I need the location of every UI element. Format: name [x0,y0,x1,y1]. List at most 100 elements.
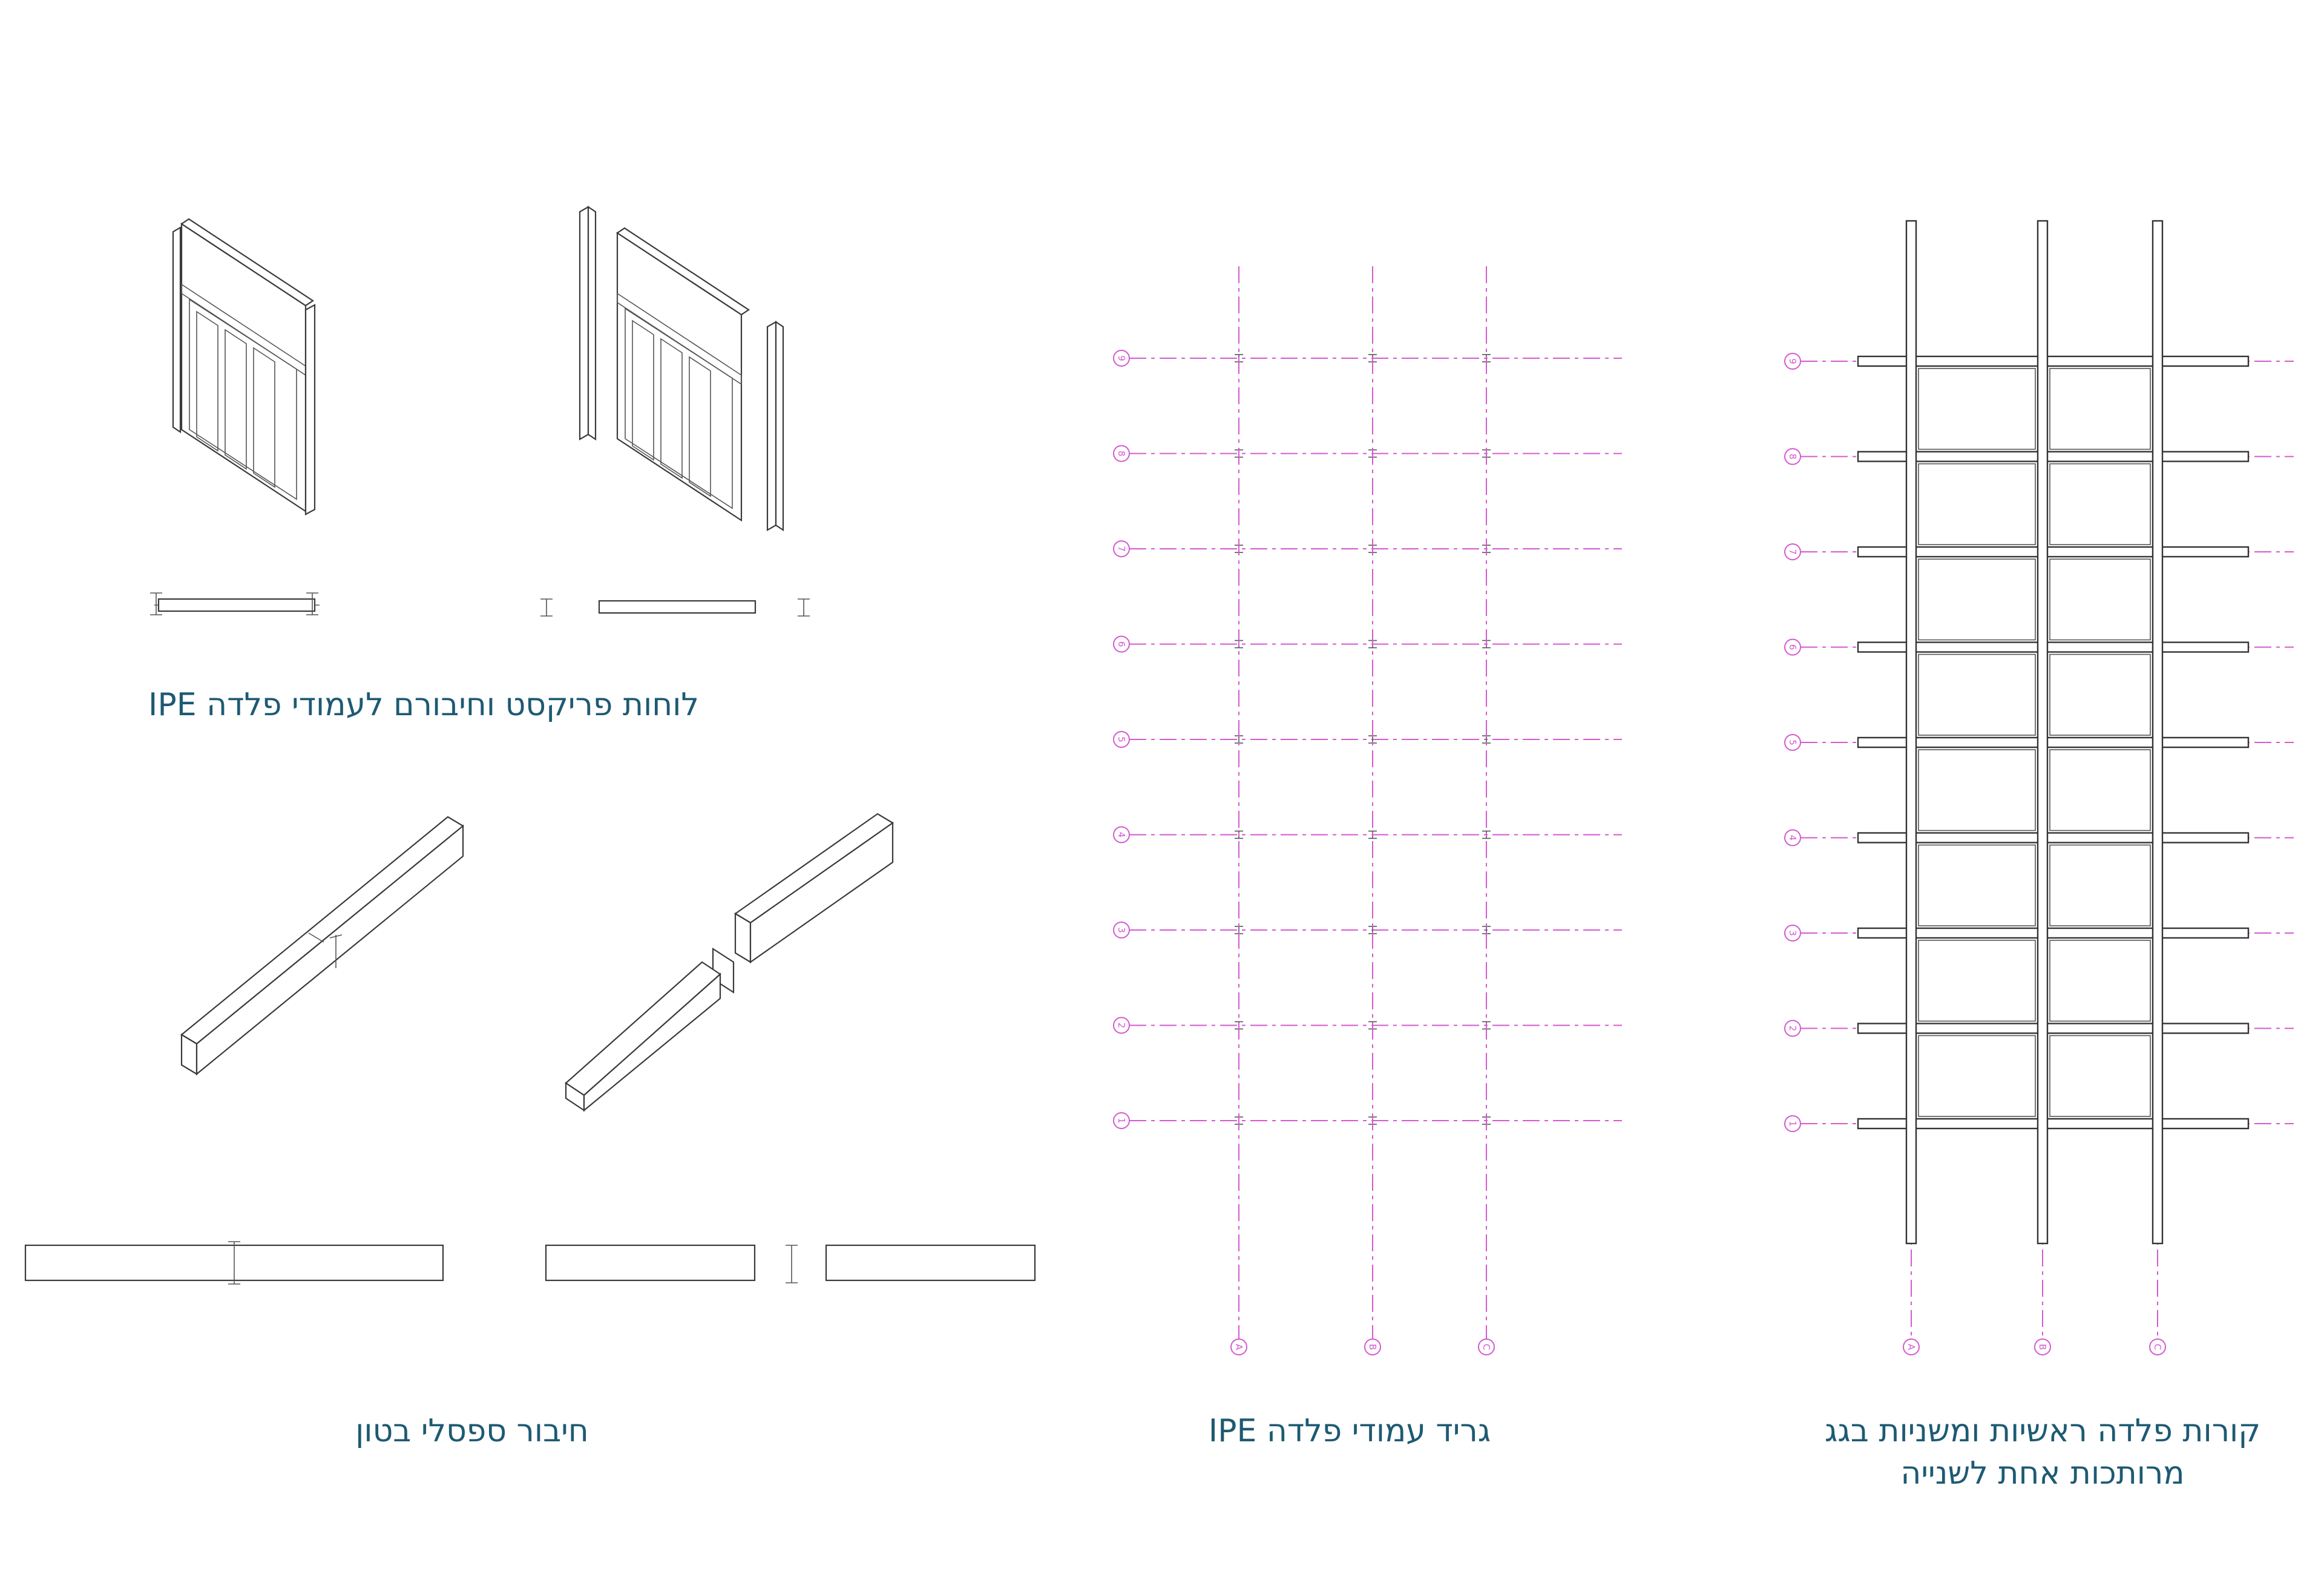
precast-panel-exploded [579,205,784,532]
grid-row-bubble: 9 [1113,350,1130,367]
roof-bay-outline [2049,368,2151,450]
caption-column-grid: גריד עמודי פלדה IPE [1208,1413,1491,1449]
grid-column-bubble-circle [1478,1338,1495,1355]
roof-primary-beam [1857,546,2250,558]
grid-row-bubble-label: 9 [1116,355,1127,361]
roof-bay-outline [2049,559,2151,641]
roof-bay-outline [2049,749,2151,831]
roof-grid-row-bubble: 8 [1784,448,1801,465]
roof-grid-column-bubble-label: C [2152,1344,2163,1350]
grid-row-bubble: 2 [1113,1017,1130,1034]
roof-grid-row-bubble: 4 [1784,829,1801,847]
roof-grid-row-bubble-circle [1784,925,1801,942]
grid-row-bubble: 5 [1113,731,1130,748]
roof-bay-outline [2049,940,2151,1022]
roof-primary-beam [1857,641,2250,653]
grid-row-bubble: 8 [1113,445,1130,462]
concrete-bench-exploded [565,813,894,1112]
grid-column-bubble-label: B [1367,1344,1378,1350]
roof-grid-column-bubble-label: A [1906,1344,1917,1351]
grid-row-bubble-circle [1113,826,1130,843]
column-grid-plan: 9 8 7 6 5 4 3 2 1A B C [1113,266,1622,1355]
roof-grid-row-bubble: 2 [1784,1020,1801,1037]
grid-row-bubble-label: 5 [1116,736,1127,742]
roof-bay-outline [1918,654,2036,736]
roof-grid-row-bubble-label: 7 [1787,549,1798,555]
roof-grid-row-bubble-circle [1784,734,1801,751]
grid-row-bubble-label: 7 [1116,546,1127,552]
roof-bay-outline [1918,1035,2036,1117]
concrete-bench-assembled-section [24,1241,444,1285]
roof-bay-outline [2049,844,2151,926]
roof-secondary-beam [2152,220,2164,1245]
roof-bay-outline [1918,463,2036,545]
roof-grid-row-bubble-label: 2 [1787,1026,1798,1032]
roof-grid-row-bubble-label: 3 [1787,930,1798,936]
grid-row-bubble-label: 8 [1116,451,1127,457]
roof-secondary-beam [1905,220,1917,1245]
grid-row-bubble-label: 1 [1116,1118,1127,1124]
roof-grid-column-bubble: C [2149,1338,2166,1355]
roof-grid-row-bubble-label: 5 [1787,739,1798,745]
grid-row-bubble: 1 [1113,1112,1130,1129]
roof-grid-row-bubble-label: 9 [1787,358,1798,364]
grid-row-bubble: 3 [1113,922,1130,938]
roof-grid-row-bubble-circle [1784,829,1801,847]
roof-grid-row-bubble-circle [1784,353,1801,370]
grid-row-bubble: 4 [1113,826,1130,843]
roof-bay-outline [2049,654,2151,736]
roof-bay-outline [2049,1035,2151,1117]
roof-bay-outline [1918,940,2036,1022]
grid-column-bubble-label: C [1481,1344,1492,1350]
grid-column-bubble: B [1364,1338,1381,1355]
roof-grid-row-bubble-circle [1784,448,1801,465]
roof-bay-outline [1918,368,2036,450]
roof-bay-outline [1918,749,2036,831]
grid-row-bubble-circle [1113,350,1130,367]
roof-grid-row-bubble: 3 [1784,925,1801,942]
grid-row-bubble-label: 6 [1116,641,1127,647]
concrete-bench-assembled [180,816,464,1076]
grid-row-bubble-label: 4 [1116,832,1127,838]
roof-grid-row-bubble-circle [1784,638,1801,656]
roof-bay-outline [1918,559,2036,641]
roof-bay-outline [1918,844,2036,926]
roof-primary-beam [1857,355,2250,367]
grid-column-bubble: A [1230,1338,1247,1355]
grid-row-bubble-circle [1113,922,1130,938]
grid-column-bubble: C [1478,1338,1495,1355]
precast-panel-assembled [172,218,316,516]
roof-grid-row-bubble: 5 [1784,734,1801,751]
caption-roof-beams-line1: קורות פלדה ראשיות ומשניות בגג [1824,1413,2261,1449]
roof-grid-column-bubble-circle [1903,1338,1920,1355]
roof-grid-row-bubble-label: 8 [1787,454,1798,460]
roof-primary-beam [1857,736,2250,749]
caption-roof-beams-line2: מרותכות אחת לשנייה [1900,1455,2185,1492]
grid-row-bubble-circle [1113,1112,1130,1129]
caption-roof-beams: קורות פלדה ראשיות ומשניות בגג מרותכות אח… [1725,1410,2324,1495]
grid-row-bubble-circle [1113,445,1130,462]
roof-grid-column-bubble-circle [2149,1338,2166,1355]
roof-grid-row-bubble-circle [1784,543,1801,560]
roof-secondary-beam [2037,220,2049,1245]
roof-grid-row-bubble: 7 [1784,543,1801,560]
roof-beams-plan: 9 8 7 6 5 4 3 2 1A B C [1784,220,2294,1355]
roof-grid-row-bubble-circle [1784,1020,1801,1037]
grid-row-bubble-circle [1113,1017,1130,1034]
roof-grid-column-bubble-label: B [2037,1344,2048,1350]
grid-row-bubble-circle [1113,540,1130,557]
grid-row-bubble-label: 3 [1116,927,1127,933]
grid-column-bubble-circle [1364,1338,1381,1355]
roof-primary-beam [1857,832,2250,843]
roof-grid-row-bubble-circle [1784,1115,1801,1132]
grid-row-bubble-label: 2 [1116,1023,1127,1029]
caption-precast-panels: לוחות פריקסט וחיבורם לעמודי פלדה IPE [148,687,699,723]
roof-grid-column-bubble-circle [2034,1338,2051,1355]
roof-grid-row-bubble: 9 [1784,353,1801,370]
roof-grid-row-bubble-label: 6 [1787,644,1798,650]
roof-grid-row-bubble-label: 1 [1787,1121,1798,1127]
grid-row-bubble-circle [1113,731,1130,748]
grid-row-bubble: 7 [1113,540,1130,557]
grid-column-bubble-label: A [1233,1344,1244,1351]
